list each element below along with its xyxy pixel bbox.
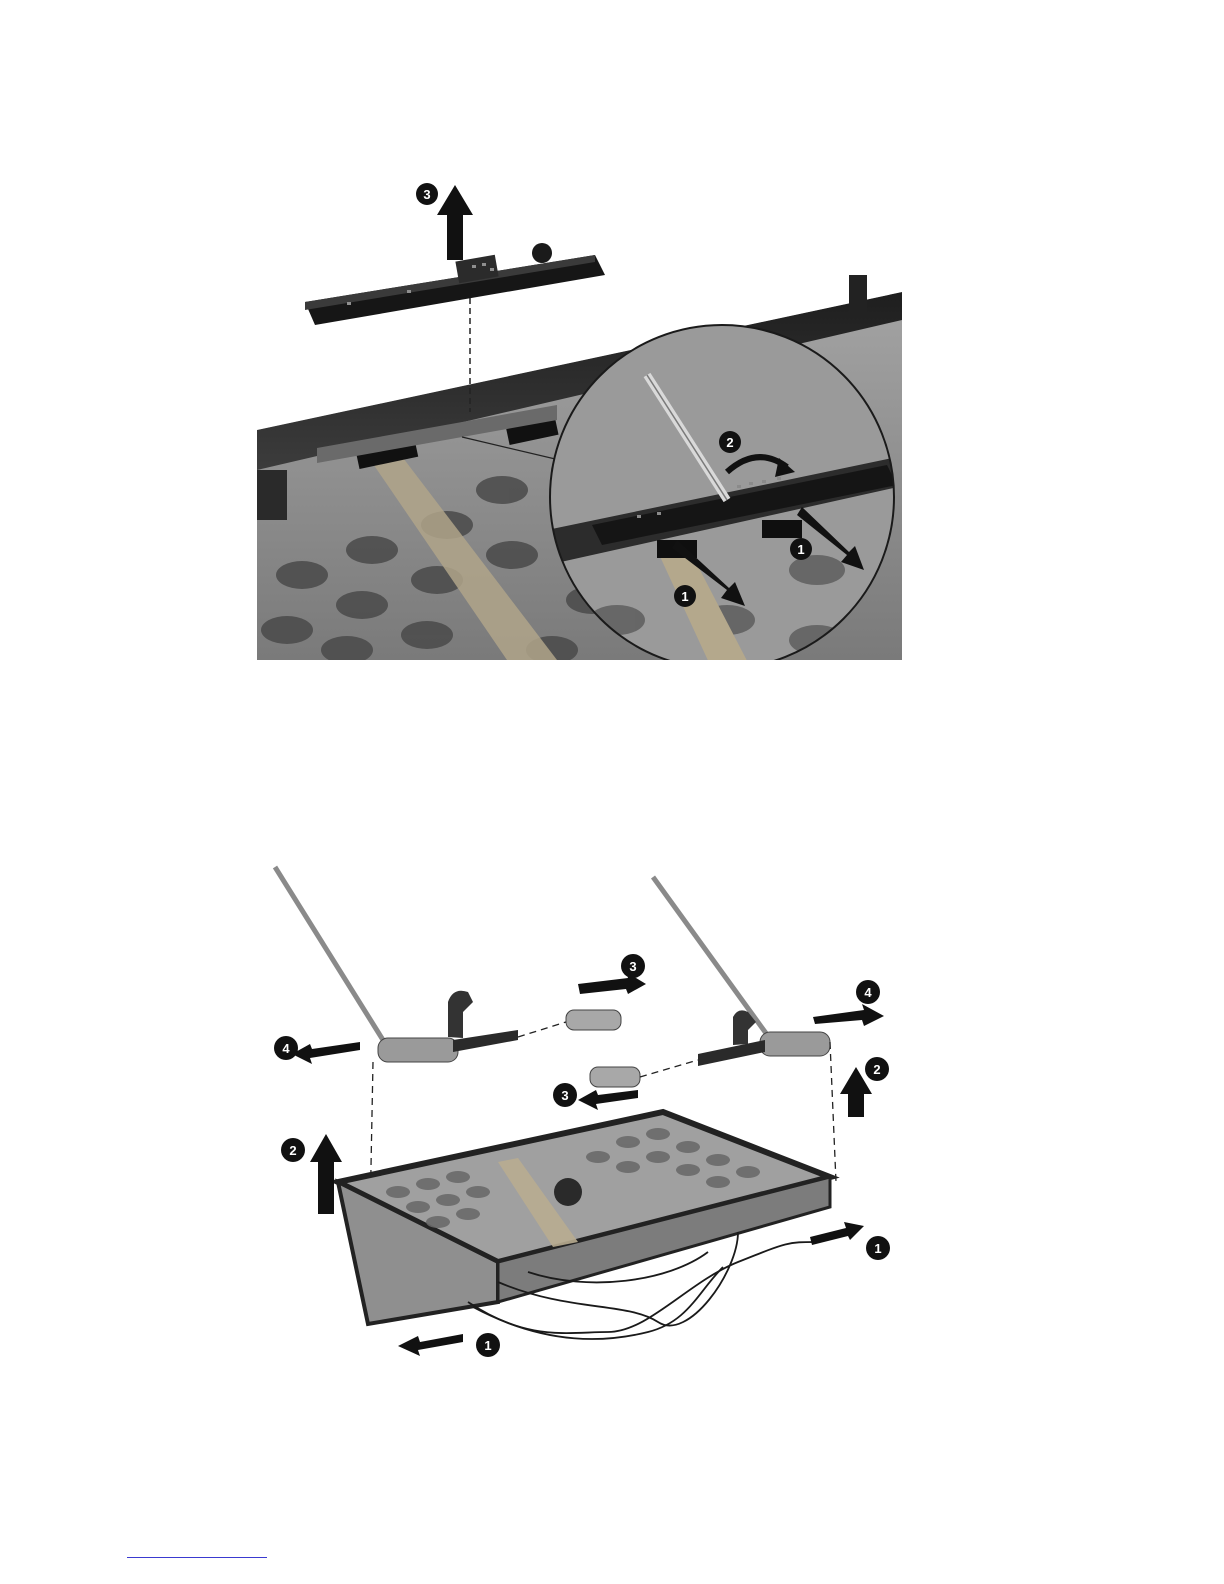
svg-text:4: 4 (282, 1041, 290, 1056)
arrow-1-right (810, 1222, 864, 1245)
bezel-clip (849, 275, 867, 315)
webcam-removal-illustration: 3 2 1 1 (257, 180, 902, 660)
svg-text:1: 1 (484, 1338, 491, 1353)
hinge-removal-illustration: 3 3 4 4 2 2 1 1 (268, 862, 898, 1362)
callout-2: 2 (719, 431, 741, 453)
callout-1-left: 1 (674, 585, 696, 607)
callout-3-top: 3 (621, 954, 645, 978)
svg-text:3: 3 (629, 959, 636, 974)
callout-1-right: 1 (790, 538, 812, 560)
arrow-4-left (292, 1042, 360, 1064)
svg-text:1: 1 (797, 542, 804, 557)
svg-text:1: 1 (874, 1241, 881, 1256)
callout-3-bottom: 3 (553, 1083, 577, 1107)
footnote-separator (127, 1557, 267, 1558)
lift-arrow (437, 185, 473, 260)
arrow-1-left (398, 1334, 463, 1356)
svg-text:2: 2 (873, 1062, 880, 1077)
callout-1-left: 1 (476, 1333, 500, 1357)
hinge-cover-bottom (590, 1067, 640, 1087)
svg-text:4: 4 (864, 985, 872, 1000)
svg-text:2: 2 (726, 435, 733, 450)
arrow-4-right (813, 1004, 884, 1026)
svg-text:3: 3 (561, 1088, 568, 1103)
arrow-2-up-left (310, 1134, 342, 1214)
right-hinge (653, 877, 830, 1066)
arrow-3-left (578, 1090, 638, 1110)
callout-2-left: 2 (281, 1138, 305, 1162)
callout-1-right: 1 (866, 1236, 890, 1260)
svg-text:1: 1 (681, 589, 688, 604)
svg-text:2: 2 (289, 1143, 296, 1158)
callout-4-left: 4 (274, 1036, 298, 1060)
figure-hinge-removal: 3 3 4 4 2 2 1 1 (268, 862, 898, 1362)
display-back-cover (338, 1112, 830, 1324)
callout-4-right: 4 (856, 980, 880, 1004)
left-hinge (275, 867, 518, 1062)
hinge-cover-top (566, 1010, 621, 1030)
svg-text:3: 3 (423, 187, 430, 202)
callout-2-right: 2 (865, 1057, 889, 1081)
callout-3: 3 (416, 183, 438, 205)
figure-webcam-removal: 3 2 1 1 (257, 180, 902, 660)
